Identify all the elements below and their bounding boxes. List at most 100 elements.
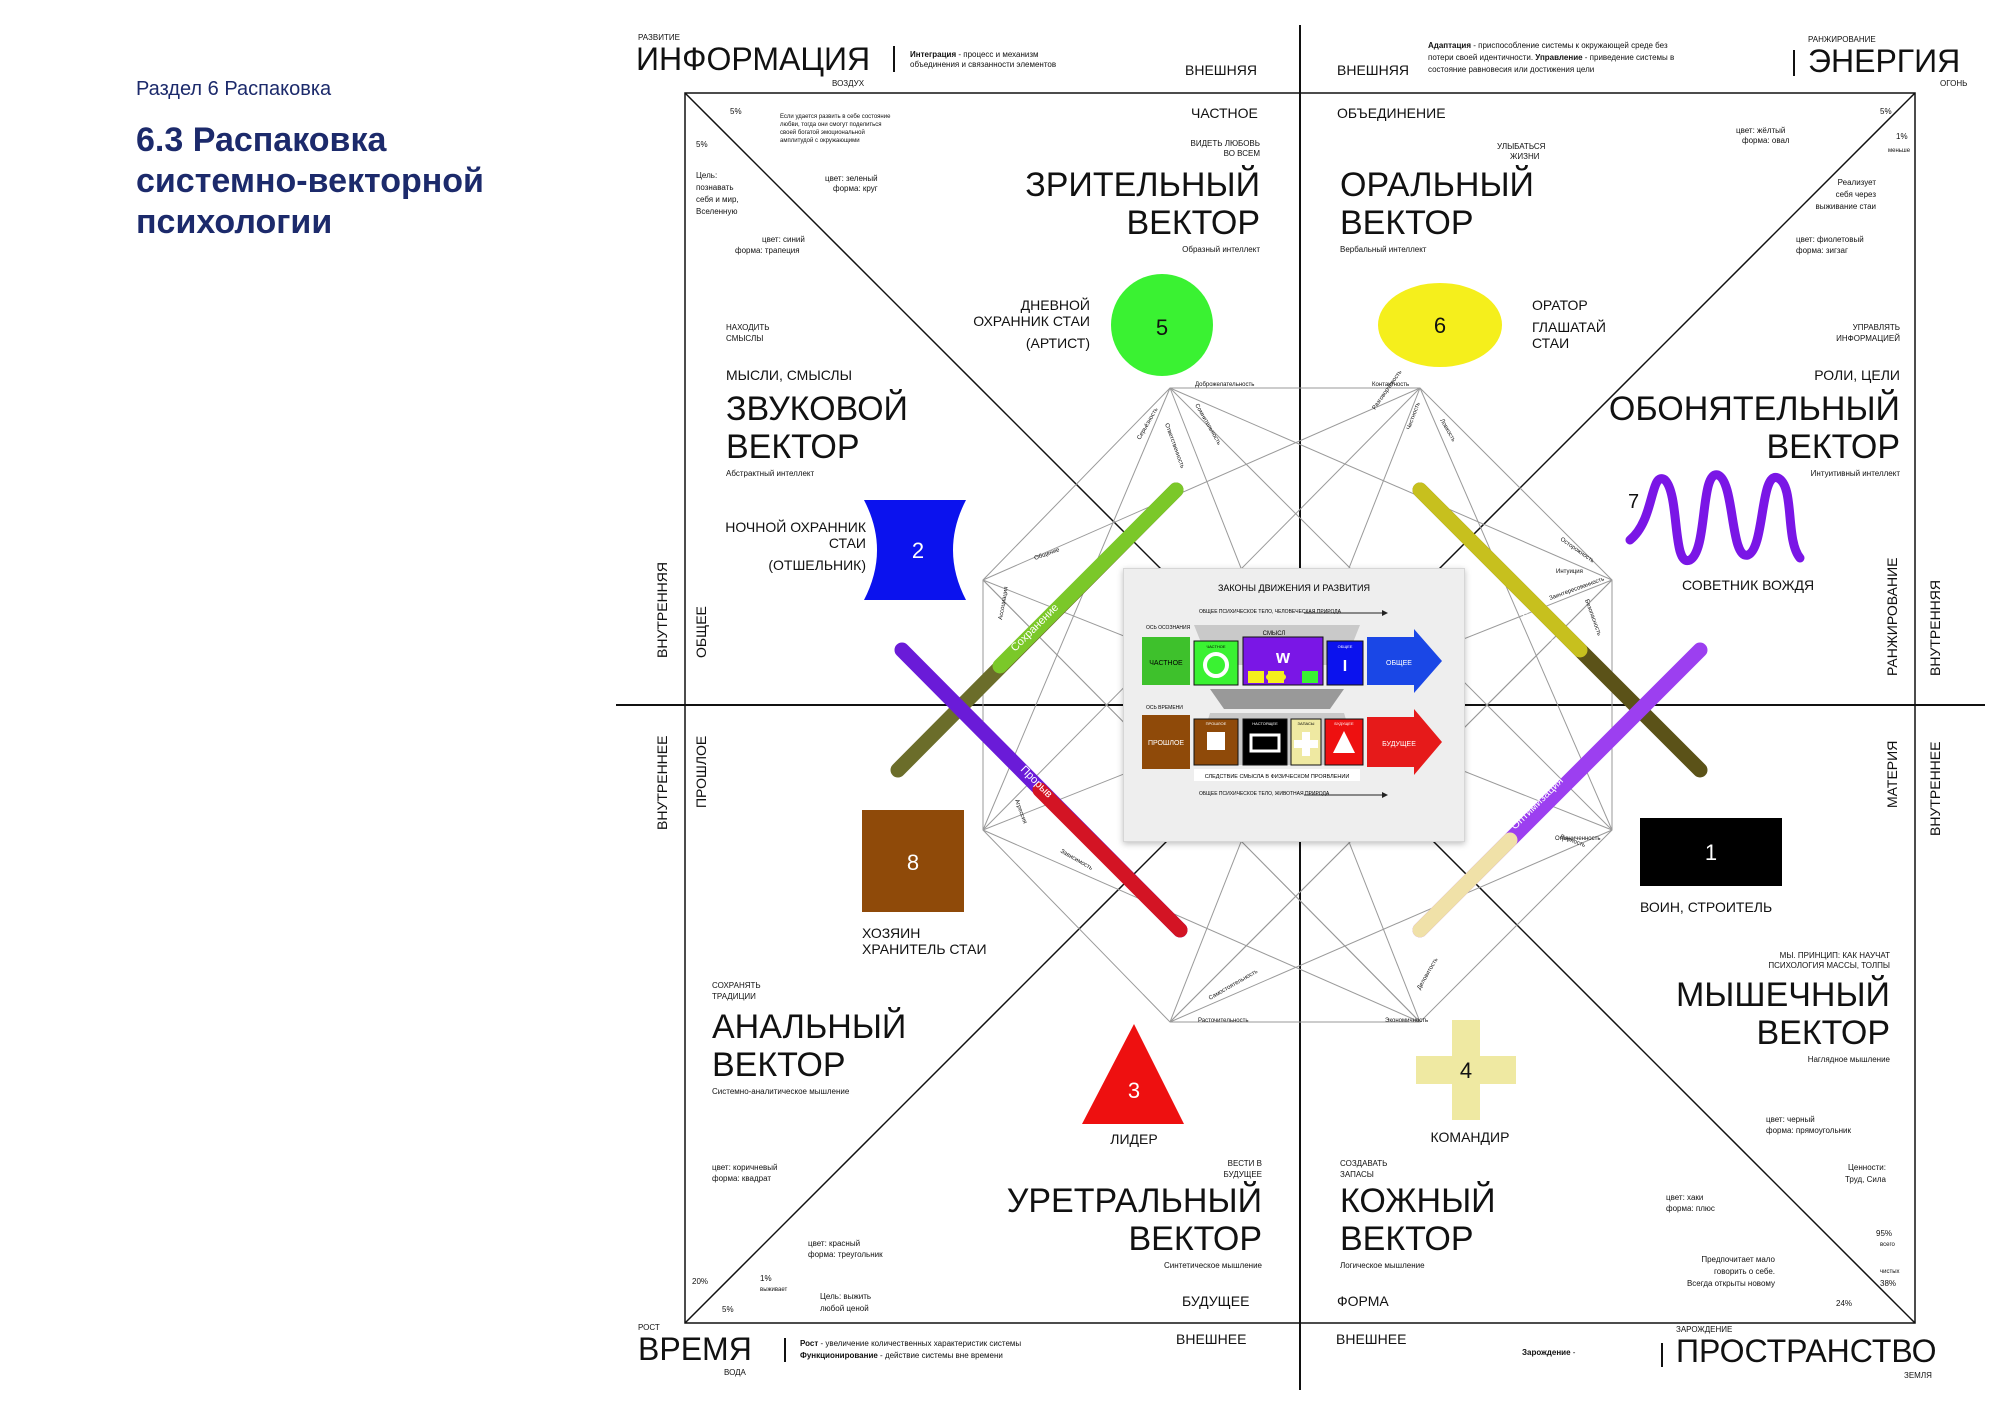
svg-text:ВНЕШНЕЕ: ВНЕШНЕЕ [1176,1331,1246,1347]
circle-icon [1203,652,1229,678]
svg-text:выживание стаи: выживание стаи [1816,202,1876,211]
web-label: Ответственность [1163,423,1185,470]
urethral-triangle-shape [1082,1024,1184,1124]
svg-text:РОЛИ, ЦЕЛИ: РОЛИ, ЦЕЛИ [1814,367,1900,383]
svg-text:ЗАРОЖДЕНИЕ: ЗАРОЖДЕНИЕ [1676,1325,1732,1334]
svg-text:Образный интеллект: Образный интеллект [1182,245,1260,254]
svg-text:ЗРИТЕЛЬНЫЙ: ЗРИТЕЛЬНЫЙ [1025,166,1260,204]
svg-text:5%: 5% [696,140,708,149]
svg-text:МЫШЕЧНЫЙ: МЫШЕЧНЫЙ [1676,976,1890,1014]
svg-text:ТРАДИЦИИ: ТРАДИЦИИ [712,992,756,1001]
sound-trapezoid-shape [864,500,966,600]
web-label: Деловитость [1417,957,1440,991]
web-label: Экономичность [1385,1018,1428,1024]
web-label: Заинтересованность [1549,576,1606,601]
svg-text:ДНЕВНОЙ: ДНЕВНОЙ [1021,296,1090,313]
svg-text:СОЗДАВАТЬ: СОЗДАВАТЬ [1340,1159,1387,1168]
svg-text:любой ценой: любой ценой [820,1304,869,1313]
svg-text:ВОЗДУХ: ВОЗДУХ [832,79,865,88]
laws-panel: ЗАКОНЫ ДВИЖЕНИЯ И РАЗВИТИЯ ОБЩЕЕ ПСИХИЧЕ… [1123,568,1465,842]
svg-text:познавать: познавать [696,183,734,192]
skin-number: 4 [1460,1058,1472,1083]
svg-text:УЛЫБАТЬСЯ: УЛЫБАТЬСЯ [1497,142,1546,151]
svg-text:5%: 5% [730,107,742,116]
svg-text:Вселенную: Вселенную [696,207,737,216]
svg-text:ПРОШЛОЕ: ПРОШЛОЕ [693,736,709,808]
general-label: ОБЩЕЕ [1386,660,1412,667]
svg-text:БУДУЩЕЕ: БУДУЩЕЕ [1223,1170,1262,1179]
svg-text:ЗАПАСЫ: ЗАПАСЫ [1298,721,1315,726]
web-label: Интуиция [1556,569,1583,575]
svg-text:всего: всего [1880,1242,1896,1248]
svg-text:ЗВУКОВОЙ: ЗВУКОВОЙ [726,390,908,428]
svg-text:ЗЕМЛЯ: ЗЕМЛЯ [1904,1371,1932,1380]
svg-text:Вербальный интеллект: Вербальный интеллект [1340,245,1427,254]
web-label: Агрессия [1013,799,1027,825]
svg-text:38%: 38% [1880,1279,1896,1288]
svg-text:меньше: меньше [1888,148,1911,154]
web-label: Зависимость [1059,849,1093,872]
edge-labels: ВНЕШНЯЯ ВНЕШНЯЯ ВНЕШНЕЕ ВНЕШНЕЕ ВНУТРЕНН… [654,62,1943,1347]
future-arrow [1367,709,1442,775]
private-label: ЧАСТНОЕ [1149,660,1183,667]
svg-text:говорить о себе.: говорить о себе. [1714,1267,1775,1276]
svg-text:ВНУТРЕННЕЕ: ВНУТРЕННЕЕ [654,736,670,830]
svg-text:Абстрактный интеллект: Абстрактный интеллект [726,469,815,478]
svg-text:ОБЩЕЕ: ОБЩЕЕ [693,606,709,658]
svg-text:РАНЖИРОВАНИЕ: РАНЖИРОВАНИЕ [1884,558,1900,676]
oval-icon [1266,672,1286,682]
svg-text:24%: 24% [1836,1299,1852,1308]
svg-text:КОМАНДИР: КОМАНДИР [1431,1129,1510,1145]
axis-awareness-label: ОСЬ ОСОЗНАНИЯ [1146,625,1191,631]
sound-number: 2 [912,538,924,563]
svg-text:ОРАТОР: ОРАТОР [1532,297,1588,313]
web-label: Ограниченность [1555,836,1601,842]
svg-text:цвет: зеленый: цвет: зеленый [825,174,878,183]
axis-time-label: ОСЬ ВРЕМЕНИ [1146,705,1183,711]
svg-text:ВРЕМЯ: ВРЕМЯ [638,1331,752,1367]
svg-text:ФОРМА: ФОРМА [1337,1293,1389,1309]
svg-text:потери своей идентичности. Упр: потери своей идентичности. Управление - … [1428,53,1674,62]
muscle-vector: ВОИН, СТРОИТЕЛЬ МЫ. ПРИНЦИП: КАК НАУЧАТ … [1640,899,1891,1184]
svg-text:Логическое мышление: Логическое мышление [1340,1261,1425,1270]
svg-text:1%: 1% [1896,132,1908,141]
corner-time: РОСТ ВРЕМЯ ВОДА Рост - увеличение количе… [638,1323,1021,1377]
skin-vector: КОМАНДИР СОЗДАВАТЬ ЗАПАСЫ КОЖНЫЙ ВЕКТОР … [1340,1129,1900,1308]
svg-text:СОВЕТНИК ВОЖДЯ: СОВЕТНИК ВОЖДЯ [1682,577,1814,593]
sound-vector: 5% Цель: познавать себя и мир, Вселенную… [696,140,908,573]
svg-text:НАСТОЯЩЕЕ: НАСТОЯЩЕЕ [1252,721,1278,726]
svg-text:чистых: чистых [1880,1269,1900,1275]
svg-text:своей богатой эмоциональной: своей богатой эмоциональной [780,129,865,136]
future-label: БУДУЩЕЕ [1382,741,1416,748]
svg-text:ОРАЛЬНЫЙ: ОРАЛЬНЫЙ [1340,166,1534,204]
svg-text:форма: плюс: форма: плюс [1666,1204,1715,1213]
svg-text:ПРОСТРАНСТВО: ПРОСТРАНСТВО [1676,1333,1937,1369]
svg-text:ВЕКТОР: ВЕКТОР [1340,1220,1474,1258]
svg-text:форма: треугольник: форма: треугольник [808,1250,883,1259]
svg-text:ЗАПАСЫ: ЗАПАСЫ [1340,1170,1374,1179]
svg-text:себя и мир,: себя и мир, [696,195,739,204]
svg-text:Рост - увеличение количественн: Рост - увеличение количественных характе… [800,1339,1021,1348]
oral-vector: УЛЫБАТЬСЯ ЖИЗНИ ОРАЛЬНЫЙ ВЕКТОР Вербальн… [1340,107,1911,351]
svg-text:РАНЖИРОВАНИЕ: РАНЖИРОВАНИЕ [1808,35,1876,44]
svg-text:Реализует: Реализует [1838,178,1877,187]
svg-text:ЧАСТНОЕ: ЧАСТНОЕ [1206,644,1225,649]
corner-space: Зарождение - ЗАРОЖДЕНИЕ ПРОСТРАНСТВО ЗЕМ… [1522,1325,1937,1380]
svg-text:Зарождение -: Зарождение - [1522,1348,1576,1357]
w-icon: w [1275,647,1291,667]
visual-vector: ВИДЕТЬ ЛЮБОВЬ ВО ВСЕМ ЗРИТЕЛЬНЫЙ ВЕКТОР … [730,107,1260,351]
svg-text:(АРТИСТ): (АРТИСТ) [1026,335,1090,351]
svg-text:95%: 95% [1876,1229,1892,1238]
svg-text:ЖИЗНИ: ЖИЗНИ [1510,152,1540,161]
svg-text:СМЫСЛЫ: СМЫСЛЫ [726,334,763,343]
svg-text:ВЕКТОР: ВЕКТОР [1128,1220,1262,1258]
svg-text:ЛИДЕР: ЛИДЕР [1110,1131,1157,1147]
svg-text:УРЕТРАЛЬНЫЙ: УРЕТРАЛЬНЫЙ [1007,1182,1262,1220]
svg-text:АНАЛЬНЫЙ: АНАЛЬНЫЙ [712,1008,906,1046]
web-label: Расточительность [1198,1018,1248,1024]
svg-text:ВОДА: ВОДА [724,1368,747,1377]
svg-text:ПРОШЛОЕ: ПРОШЛОЕ [1206,721,1227,726]
svg-text:форма: квадрат: форма: квадрат [712,1174,771,1183]
web-label: Ассоциация [998,586,1010,620]
svg-text:форма: круг: форма: круг [833,184,878,193]
